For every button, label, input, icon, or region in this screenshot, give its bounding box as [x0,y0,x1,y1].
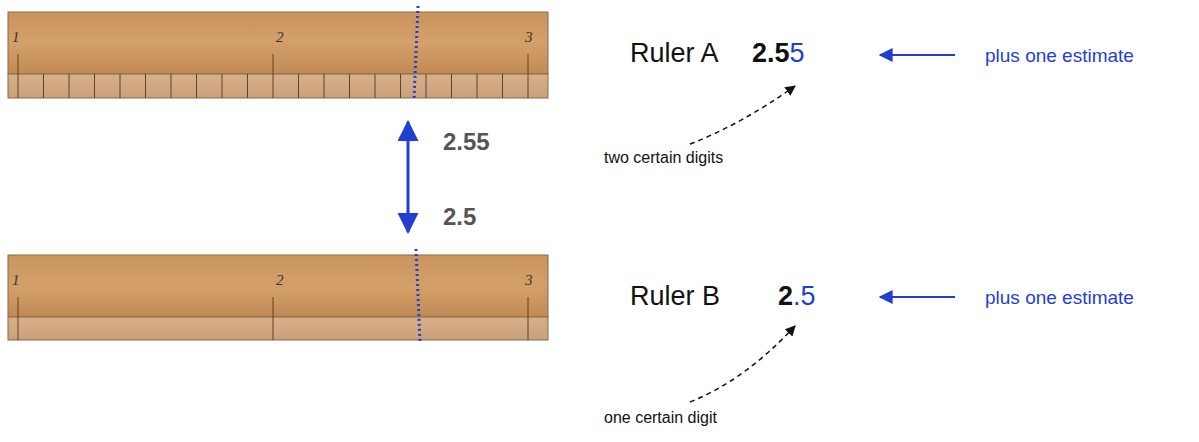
tick-mark [145,74,146,98]
tick-mark [69,74,70,98]
tick-mark [196,74,197,98]
scale-number: 2 [276,30,284,45]
pointer-arrow [880,296,955,298]
tick-mark [400,74,401,98]
tick-mark [426,74,427,98]
tick-mark [298,74,299,98]
certain-digits: 2 [778,283,793,310]
tick-mark [18,54,19,74]
tick-mark [43,74,44,98]
note-text: plus one estimate [985,46,1134,65]
ruler-name: Ruler B [630,283,720,310]
tick-mark [18,74,19,98]
ruler-name: Ruler A [630,40,719,67]
reading-value: 2.5 [443,205,476,229]
tick-mark [502,74,503,98]
note-text: plus one estimate [985,288,1134,307]
tick-mark [528,297,529,340]
scale-number: 3 [525,273,533,288]
tick-mark [375,74,376,98]
leader-arrow [690,86,795,144]
tick-mark [273,54,274,74]
tick-mark [528,74,529,98]
tick-mark [171,74,172,98]
tick-mark [94,74,95,98]
tick-mark [273,297,274,340]
tick-mark [222,74,223,98]
tick-mark [324,74,325,98]
certain-digits: 2.5 [752,40,790,67]
estimate-digit: .5 [793,283,816,310]
tick-mark [247,74,248,98]
pointer-arrow [880,54,955,56]
reading-line [416,249,420,342]
tick-mark [477,74,478,98]
ruler-a [8,12,548,98]
tick-mark [528,54,529,74]
tick-mark [451,74,452,98]
scale-number: 3 [525,30,533,45]
tick-mark [349,74,350,98]
tick-mark [120,74,121,98]
double-arrow [407,122,410,232]
ruler-b [8,255,548,340]
tick-mark [273,74,274,98]
note-text: one certain digit [604,410,717,426]
leader-arrow [690,326,795,402]
scale-number: 1 [12,273,20,288]
reading-line [414,6,418,100]
tick-mark [18,297,19,340]
reading-value: 2.55 [443,130,490,154]
estimate-digit: 5 [790,40,805,67]
scale-number: 1 [12,30,20,45]
note-text: two certain digits [604,150,723,166]
scale-number: 2 [276,273,284,288]
